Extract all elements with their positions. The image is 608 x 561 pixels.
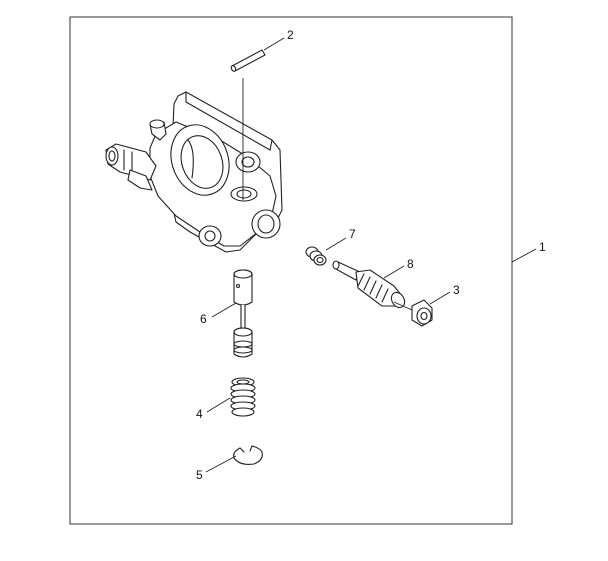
callout-3: 3 <box>453 283 460 297</box>
callout-1: 1 <box>539 240 546 254</box>
pin-icon <box>230 49 266 200</box>
retaining-ring-icon <box>233 445 263 465</box>
small-spring-icon <box>305 246 327 266</box>
leader-8 <box>383 265 405 279</box>
callout-7: 7 <box>349 227 356 241</box>
spring-icon <box>230 377 256 417</box>
callout-2: 2 <box>287 28 294 42</box>
oil-pump-body-icon <box>105 91 283 253</box>
assembly-frame <box>69 16 513 525</box>
leader-2 <box>263 37 285 51</box>
worm-gear-shaft-icon <box>332 260 413 311</box>
leader-6 <box>211 302 237 318</box>
callout-6: 6 <box>200 312 207 326</box>
leader-1 <box>511 248 537 263</box>
callout-4: 4 <box>196 407 203 421</box>
leader-3 <box>429 291 451 305</box>
plunger-icon <box>233 269 253 358</box>
leader-5 <box>205 455 237 473</box>
callout-5: 5 <box>196 468 203 482</box>
callout-8: 8 <box>407 257 414 271</box>
nut-icon <box>411 299 433 327</box>
leader-4 <box>206 397 231 413</box>
leader-7 <box>325 237 347 251</box>
